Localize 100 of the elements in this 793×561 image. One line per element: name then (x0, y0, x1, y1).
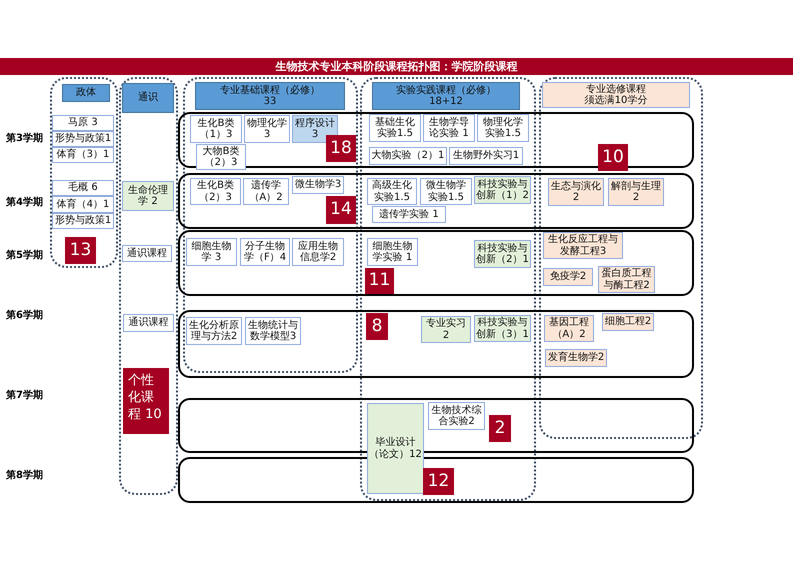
course-label: 专业实习 2 (425, 318, 467, 341)
credit-total-badge (489, 415, 511, 442)
course-box (544, 315, 594, 342)
semester-label: 第4学期 (6, 196, 43, 209)
credit-total-badge (326, 196, 356, 224)
course-label: 专业基础课程（必修） (220, 84, 320, 96)
course-label: 科技实验与创新（1）2 (476, 178, 529, 202)
course-label: 遗传学（A）2 (248, 180, 284, 203)
course-label: 通识 (138, 92, 158, 104)
course-label: 生态与演化 2 (550, 180, 602, 204)
course-box (543, 268, 593, 286)
course-label: 12 (428, 472, 450, 492)
course-label: 微生物学3 (294, 179, 342, 191)
course-label: 细胞生物学实验 1 (372, 240, 414, 264)
course-label: 2 (494, 418, 506, 438)
course-label: 程序设计 3 (294, 118, 336, 140)
course-box (190, 115, 242, 143)
course-label: 实验实践课程（必修） (396, 84, 496, 96)
semester-label: 第8学期 (6, 468, 43, 482)
course-label: 通识课程 (128, 317, 168, 329)
semester-label: 第5学期 (6, 248, 43, 262)
course-label: 11 (368, 271, 390, 291)
course-label: 蛋白质工程与酶工程2 (600, 268, 652, 291)
course-box (123, 314, 174, 332)
course-box (52, 147, 114, 163)
course-label: 形势与政策1 (54, 215, 112, 227)
course-label: 专业选修课程 (586, 84, 646, 94)
course-label: 8 (372, 316, 382, 336)
semester-label: 第6学期 (6, 308, 43, 322)
course-label: 细胞工程2 (604, 316, 652, 328)
course-box (123, 368, 169, 434)
course-label: 物理化学实验1.5 (482, 116, 524, 140)
semester-row-frame (178, 457, 694, 503)
course-label: 生物技术综合实验2 (430, 404, 482, 428)
course-label: 生化B类（1）3 (196, 118, 236, 140)
course-box (367, 403, 424, 494)
column-header (122, 83, 174, 113)
course-label: 生化反应工程与发酵工程3 (547, 234, 619, 257)
course-label: 生物学导论实验 1 (428, 116, 470, 140)
course-box (122, 181, 174, 211)
course-label: 33 (264, 96, 276, 108)
column-header (372, 82, 520, 110)
course-box (372, 206, 446, 223)
semester-row-frame (178, 310, 694, 378)
course-label: 体育（3）1 (56, 149, 110, 161)
course-label: 高级生化实验1.5 (371, 180, 413, 203)
course-label: 物理化学 3 (246, 118, 288, 140)
course-box (423, 114, 475, 142)
course-box (190, 178, 241, 205)
course-box (243, 178, 289, 205)
course-box (449, 147, 523, 165)
course-box (369, 114, 421, 142)
course-label: 政体 (76, 87, 96, 99)
course-label: 基因工程（A）2 (548, 317, 590, 340)
course-label: 应用生物信息学2 (297, 240, 339, 264)
course-box (421, 316, 471, 343)
course-label: 生命伦理学 2 (127, 184, 169, 208)
course-label: 须选满10学分 (584, 95, 648, 106)
semester-label: 第3学期 (6, 132, 43, 145)
course-label: 生化B类（2）3 (196, 180, 235, 203)
course-label: 18+12 (429, 96, 463, 108)
title-banner: 生物技术专业本科阶段课程拓扑图：学院阶段课程 (0, 58, 793, 75)
course-box (292, 176, 344, 194)
course-label: 生物统计与数学模型3 (247, 320, 299, 342)
credit-total-badge (366, 313, 388, 340)
course-label: 生化分析原理与方法2 (188, 320, 240, 342)
course-label: 18 (330, 138, 352, 158)
column-header (62, 84, 110, 102)
course-box (52, 180, 114, 196)
course-box (52, 115, 114, 131)
course-label: 发育生物学2 (548, 352, 604, 364)
course-label: 免疫学2 (550, 271, 586, 283)
course-label: 14 (330, 200, 352, 220)
course-label: 科技实验与创新（3）1 (476, 317, 529, 340)
course-box (196, 144, 246, 170)
course-box (543, 232, 623, 259)
course-label: 科技实验与创新（2）1 (476, 242, 529, 266)
course-label: 遗传学实验 1 (379, 208, 439, 220)
course-box (420, 178, 472, 205)
course-box (122, 245, 172, 262)
course-label: 毛概 6 (68, 182, 98, 194)
credit-total-badge (65, 237, 96, 264)
column-header (195, 82, 345, 110)
course-box (52, 196, 114, 213)
course-label: 马原 3 (68, 117, 98, 129)
credit-total-badge (423, 468, 454, 495)
course-box (367, 178, 417, 205)
course-label: 分子生物学（F）4 (242, 240, 288, 264)
semester-label: 第7学期 (6, 388, 43, 402)
course-label: 解剖与生理 2 (610, 180, 662, 204)
semester-row-frame (178, 230, 694, 296)
course-box (186, 238, 237, 266)
course-label: 13 (70, 240, 92, 260)
course-box (602, 313, 654, 331)
course-box (367, 238, 418, 266)
course-box (477, 114, 529, 142)
course-label: 个性化课程 10 (128, 373, 163, 424)
course-label: 大物B类（2）3 (202, 146, 240, 168)
course-label: 体育（4）1 (56, 198, 110, 210)
course-label: 细胞生物学 3 (190, 240, 232, 264)
